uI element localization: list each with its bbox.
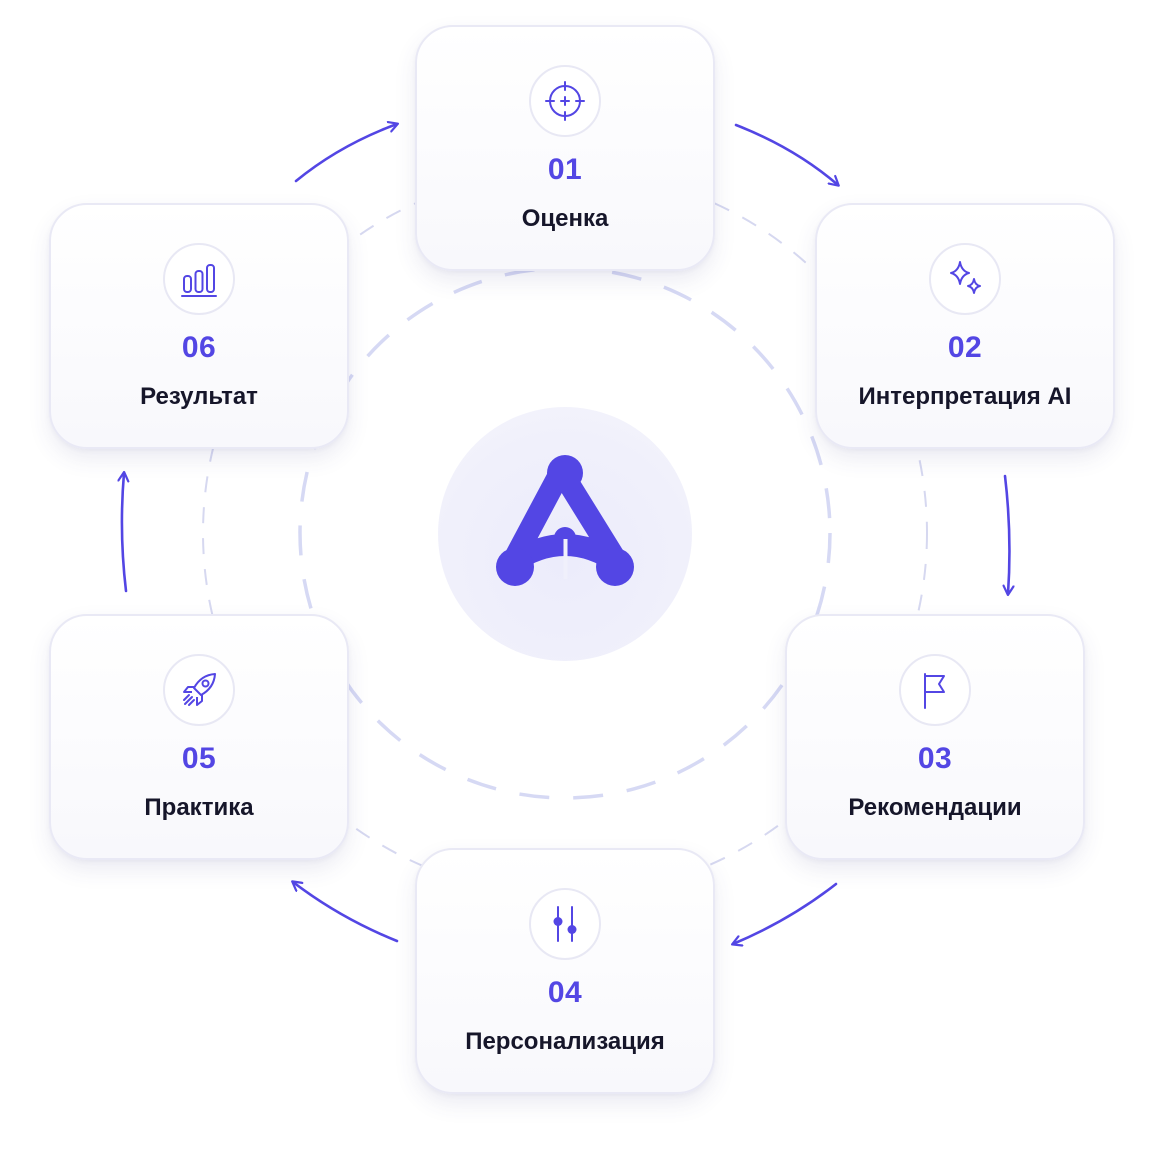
step-number: 05 bbox=[181, 742, 217, 775]
step-label: Персонализация bbox=[465, 1028, 665, 1055]
step-icon-badge bbox=[163, 654, 235, 726]
step-number: 01 bbox=[547, 153, 583, 186]
arrow-04-to-05 bbox=[293, 882, 399, 943]
step-label: Результат bbox=[140, 383, 258, 410]
step-label: Рекомендации bbox=[848, 794, 1022, 821]
step-card-03: 03 Рекомендации bbox=[785, 614, 1085, 860]
arrow-03-to-04 bbox=[733, 882, 838, 944]
step-label: Оценка bbox=[521, 205, 609, 232]
step-number: 04 bbox=[547, 976, 583, 1009]
arrow-02-to-03 bbox=[1005, 474, 1009, 594]
step-card-04: 04 Персонализация bbox=[415, 848, 715, 1094]
step-label: Интерпретация AI bbox=[858, 383, 1072, 410]
step-card-05: 05 Практика bbox=[49, 614, 349, 860]
step-icon-badge bbox=[163, 243, 235, 315]
step-card-02: 02 Интерпретация AI bbox=[815, 203, 1115, 449]
step-icon-badge bbox=[529, 888, 601, 960]
crosshair-target-icon bbox=[545, 81, 585, 121]
step-number: 06 bbox=[181, 331, 217, 364]
arrow-01-to-02 bbox=[734, 123, 838, 185]
step-label: Практика bbox=[144, 794, 254, 821]
step-icon-badge bbox=[929, 243, 1001, 315]
step-number: 03 bbox=[917, 742, 953, 775]
step-card-06: 06 Результат bbox=[49, 203, 349, 449]
step-number: 02 bbox=[947, 331, 983, 364]
bar-chart-icon bbox=[181, 264, 217, 297]
center-logo bbox=[438, 407, 692, 661]
flag-icon bbox=[924, 673, 945, 709]
sparkles-icon bbox=[950, 261, 981, 294]
step-icon-badge bbox=[529, 65, 601, 137]
triangle-nodes-logo-icon bbox=[496, 455, 634, 586]
arrow-05-to-06 bbox=[122, 473, 126, 593]
step-icon-badge bbox=[899, 654, 971, 726]
rocket-icon bbox=[183, 673, 216, 706]
step-card-01: 01 Оценка bbox=[415, 25, 715, 271]
arrow-06-to-01 bbox=[294, 124, 397, 183]
sliders-icon bbox=[553, 906, 577, 942]
